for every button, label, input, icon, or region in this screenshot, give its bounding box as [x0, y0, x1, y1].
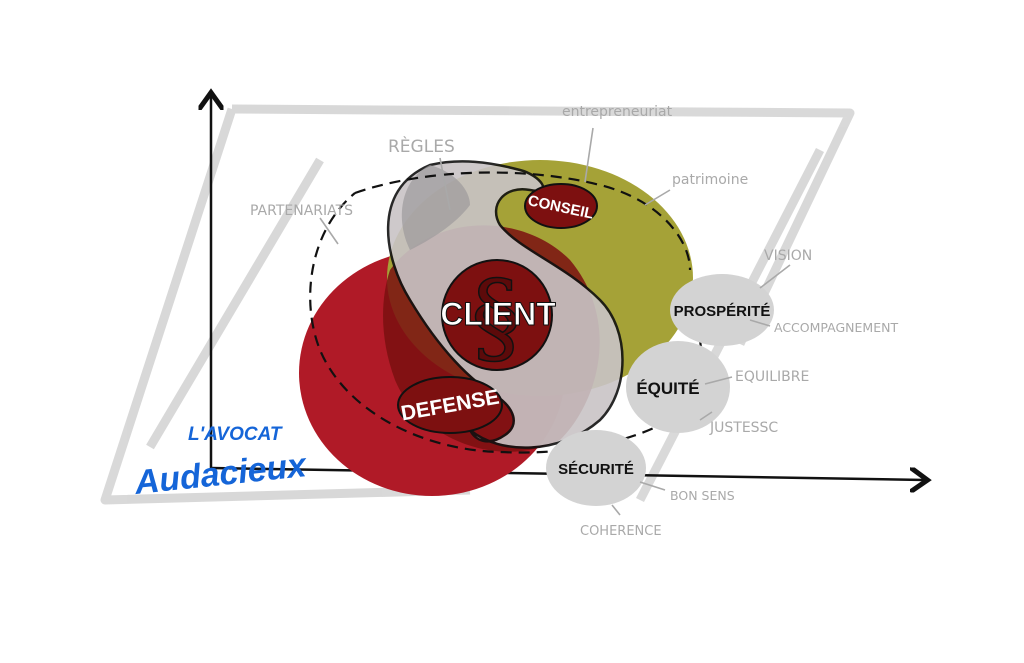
annotation-entrepreneuriat: entrepreneuriat: [562, 104, 673, 120]
conseil-badge: [524, 183, 598, 229]
prosperite-bubble: [670, 274, 774, 346]
equite-bubble: [626, 341, 730, 433]
annotation-regles: RÈGLES: [388, 135, 455, 157]
securite-label: SÉCURITÉ: [558, 461, 634, 478]
dashed-orbit: [309, 171, 702, 454]
annotation-justesse: JUSTESSC: [709, 420, 778, 436]
brand-line1: L'AVOCAT: [188, 424, 283, 445]
annotation-lines: [319, 127, 791, 516]
annotation-patrimoine: patrimoine: [672, 172, 748, 188]
client-core: [441, 259, 553, 371]
annotation-bon-sens: BON SENS: [670, 488, 735, 503]
background-plane: [100, 104, 855, 505]
rules-zone: [401, 165, 470, 250]
securite-bubble: [546, 430, 646, 506]
annotation-accompagnement: ACCOMPAGNEMENT: [774, 320, 898, 335]
client-label: CLIENT: [440, 296, 556, 332]
equite-label: ÉQUITÉ: [636, 379, 699, 398]
defense-badge: [397, 376, 503, 434]
annotation-equilibre: EQUILIBRE: [735, 369, 809, 385]
annotation-coherence: COHERENCE: [580, 524, 662, 539]
paragraph-symbol-icon: §: [471, 259, 521, 376]
annotation-partenariats: PARTENARIATS: [250, 203, 353, 219]
prosperite-label: PROSPÉRITÉ: [674, 303, 771, 320]
annotation-vision: VISION: [764, 248, 812, 264]
